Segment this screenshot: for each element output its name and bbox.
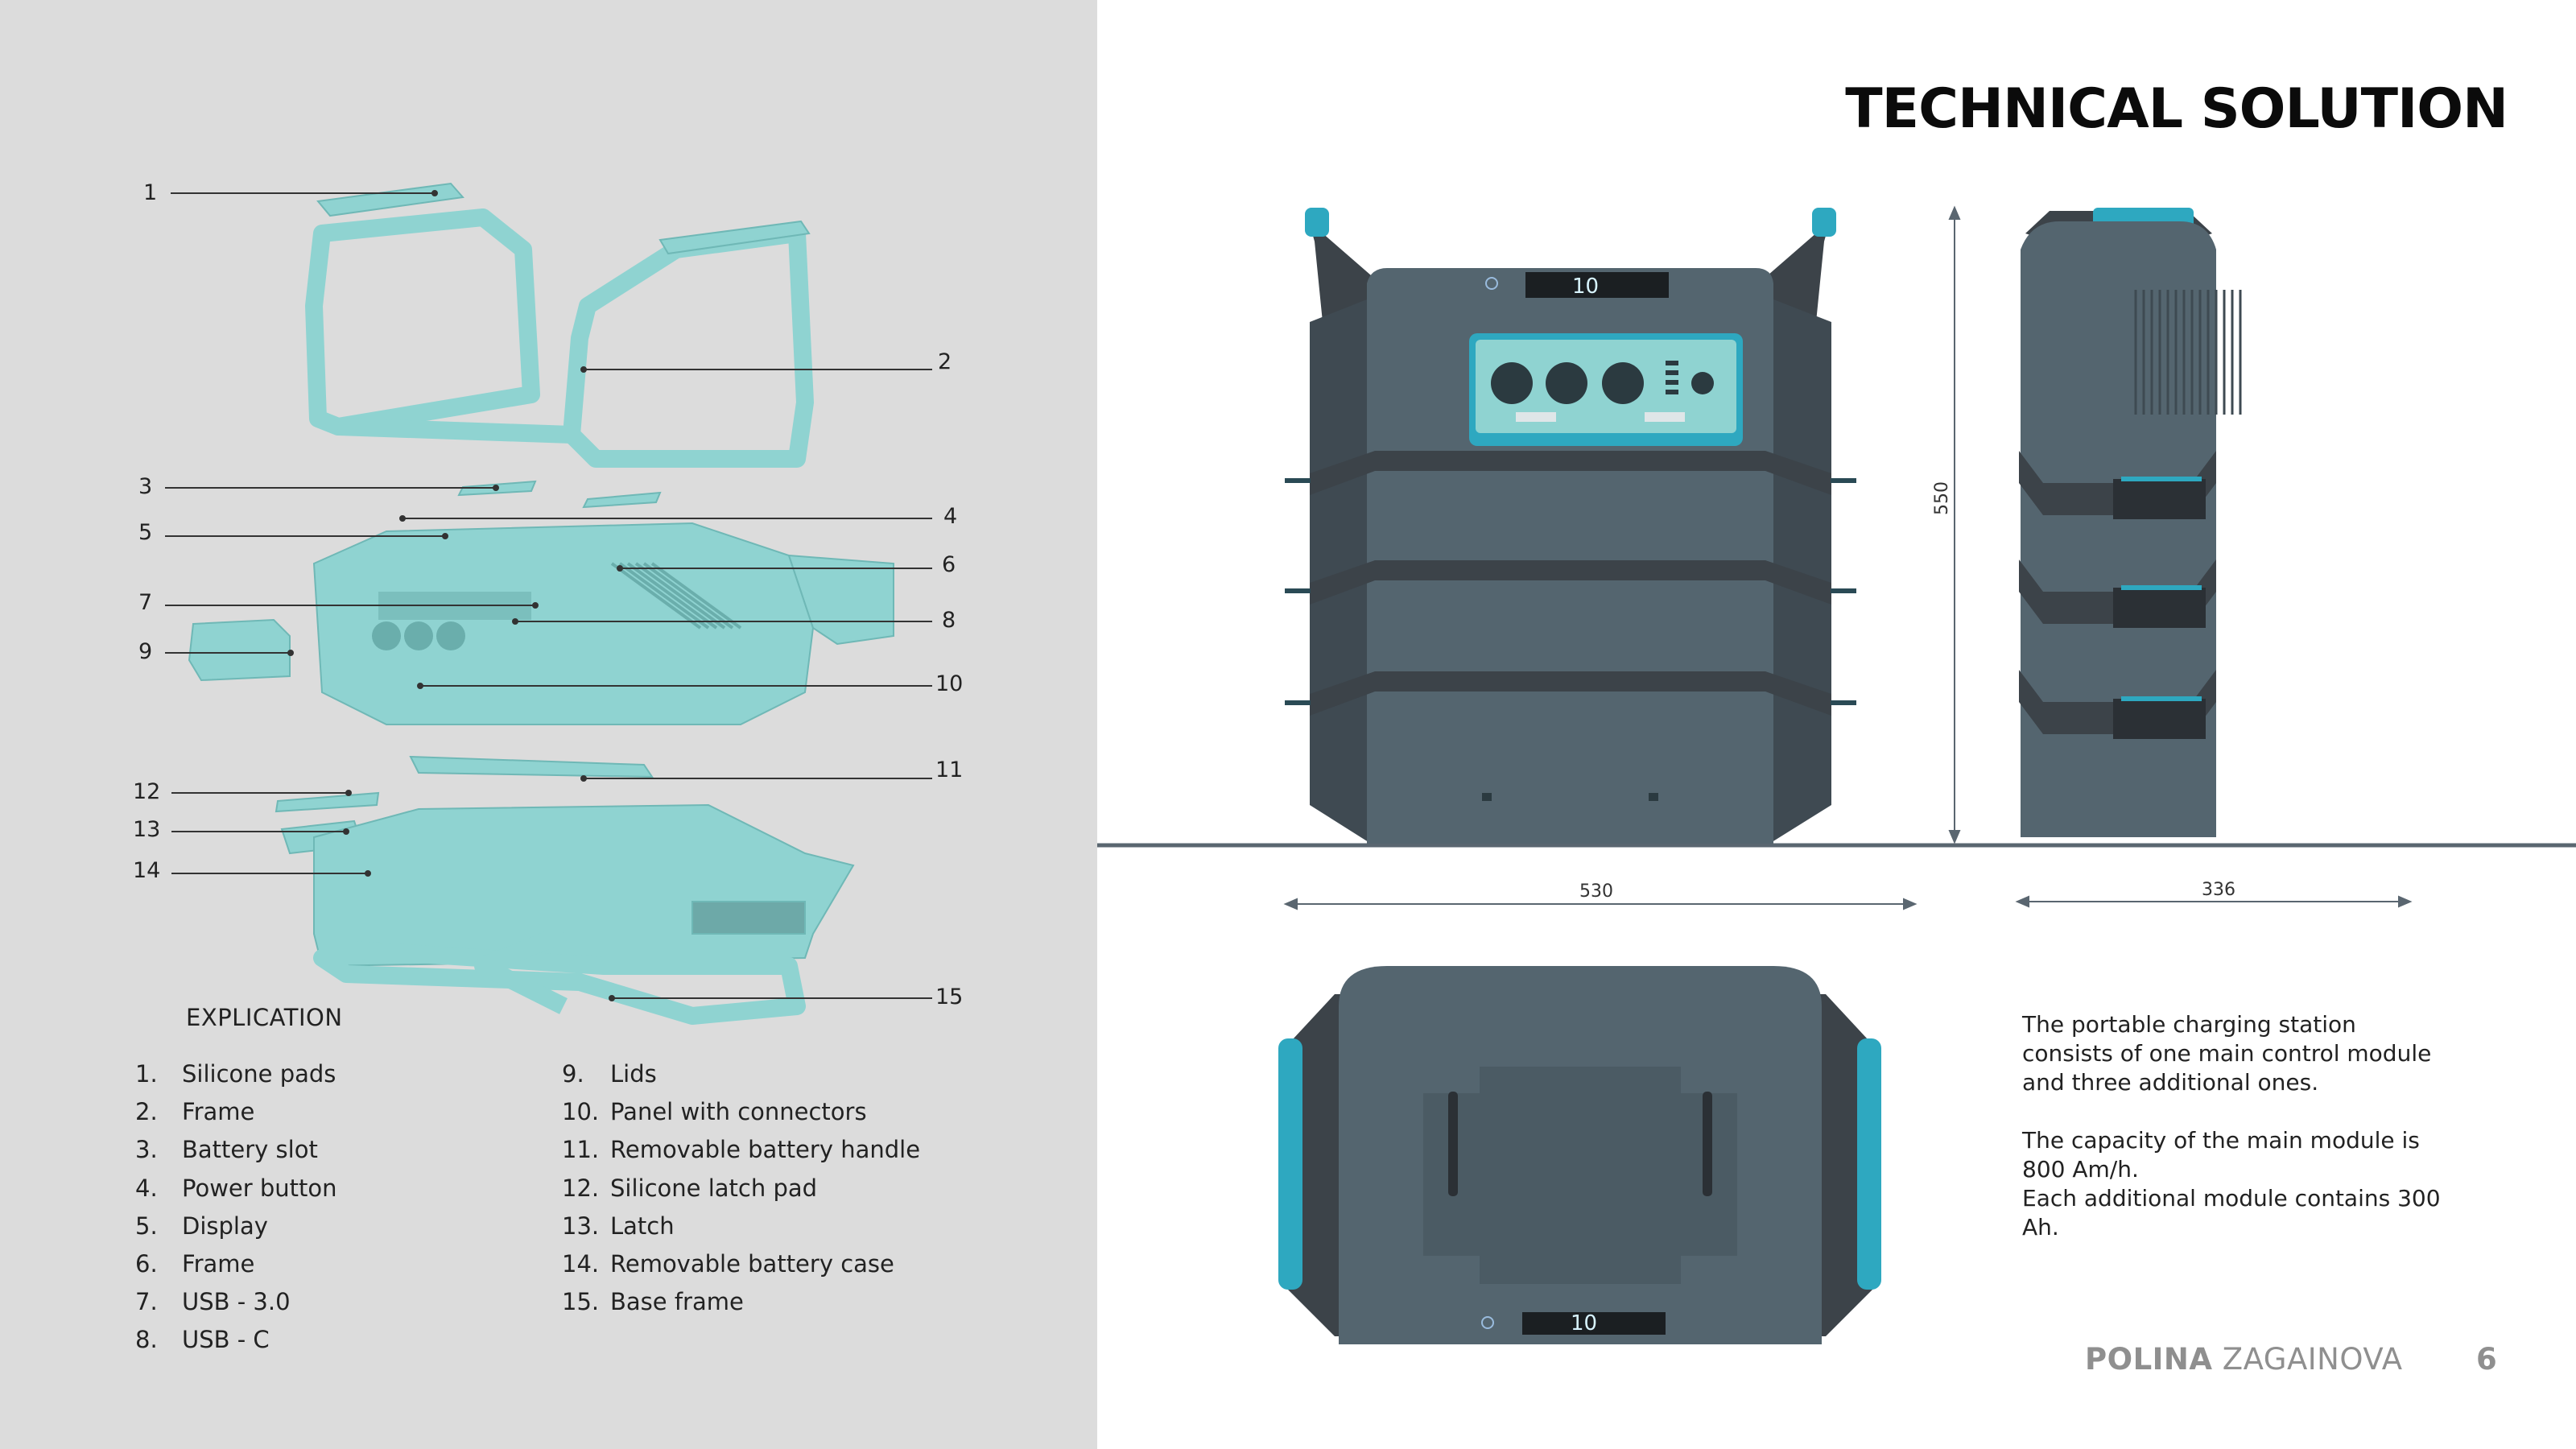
explication-heading: EXPLICATION	[186, 1004, 343, 1031]
side-view	[2019, 208, 2242, 837]
legend-item: 13.Latch	[562, 1212, 675, 1240]
legend-item: 11.Removable battery handle	[562, 1136, 921, 1164]
legend-item: 6.Frame	[135, 1249, 255, 1278]
part-silicone-pad-right	[658, 220, 811, 255]
callout-12: 12	[133, 779, 161, 804]
technical-drawing: 10 10	[1097, 205, 2576, 1344]
callout-13: 13	[133, 817, 161, 842]
legend-item: 3.Battery slot	[135, 1136, 318, 1164]
callout-7: 7	[138, 590, 153, 615]
callout-1: 1	[143, 180, 158, 205]
legend-item: 5.Display	[135, 1212, 268, 1240]
part-base-frame	[313, 925, 806, 1025]
callout-2: 2	[938, 349, 952, 374]
legend-item: 14.Removable battery case	[562, 1249, 894, 1278]
legend-item: 12.Silicone latch pad	[562, 1174, 818, 1202]
legend-item: 4.Power button	[135, 1174, 337, 1202]
legend-right-column: 9.Lids 10.Panel with connectors 11.Remov…	[562, 1060, 920, 1326]
legend-left-column: 1.Silicone pads 2.Frame 3.Battery slot 4…	[135, 1060, 337, 1364]
dimension-depth: 336	[2202, 880, 2235, 900]
callout-5: 5	[138, 520, 153, 545]
description-capacity-main: The capacity of the main module is 800 A…	[2022, 1127, 2420, 1183]
callout-leaders	[165, 190, 932, 1001]
callout-15: 15	[935, 985, 964, 1009]
part-battery-case	[313, 803, 855, 968]
dimension-width: 530	[1579, 881, 1613, 902]
dimension-lines	[1283, 205, 2413, 910]
dimension-height: 550	[1932, 481, 1952, 515]
part-frame-top	[305, 208, 814, 468]
callout-8: 8	[942, 608, 956, 633]
part-silicone-pad-top	[316, 182, 464, 217]
legend-item: 1.Silicone pads	[135, 1060, 336, 1088]
legend-item: 8.USB - C	[135, 1326, 270, 1354]
legend-item: 15.Base frame	[562, 1288, 744, 1316]
author-first-name: POLINA	[2085, 1342, 2213, 1377]
description-paragraph: The portable charging station consists o…	[2022, 1011, 2432, 1096]
part-power-button	[582, 491, 662, 509]
part-main-module	[312, 522, 815, 725]
callout-3: 3	[138, 474, 153, 499]
top-view	[1278, 966, 1881, 1344]
page-number: 6	[2476, 1342, 2497, 1377]
legend-item: 2.Frame	[135, 1098, 255, 1126]
exploded-view-panel: 1 2 3 4 5 6 7 8 9 10 11 12 13 14 15 EXPL…	[0, 0, 1097, 1449]
author-name: POLINA ZAGAINOVA	[2085, 1342, 2403, 1377]
part-lids	[188, 618, 291, 682]
part-battery-handle	[409, 755, 654, 778]
technical-views-panel: TECHNICAL SOLUTION	[1097, 0, 2576, 1449]
callout-4: 4	[943, 504, 958, 529]
legend-item: 9.Lids	[562, 1060, 657, 1088]
callout-9: 9	[138, 639, 153, 664]
front-display-readout: 10	[1572, 275, 1599, 299]
part-latch-pad	[275, 791, 380, 813]
page-title: TECHNICAL SOLUTION	[1845, 77, 2508, 141]
top-display-readout: 10	[1571, 1311, 1597, 1335]
legend-item: 10.Panel with connectors	[562, 1098, 867, 1126]
callout-14: 14	[133, 858, 161, 883]
description-capacity-additional: Each additional module contains 300 Ah.	[2022, 1185, 2441, 1241]
callout-11: 11	[935, 758, 964, 782]
vent-slots	[2134, 290, 2242, 415]
callout-10: 10	[935, 671, 964, 696]
legend-item: 7.USB - 3.0	[135, 1288, 291, 1316]
author-last-name: ZAGAINOVA	[2222, 1342, 2403, 1377]
part-battery-case-window	[691, 901, 806, 935]
front-view	[1285, 208, 1856, 844]
callout-6: 6	[942, 552, 956, 577]
exploded-view-illustration	[165, 182, 932, 1025]
description-text: The portable charging station consists o…	[2022, 1010, 2441, 1242]
